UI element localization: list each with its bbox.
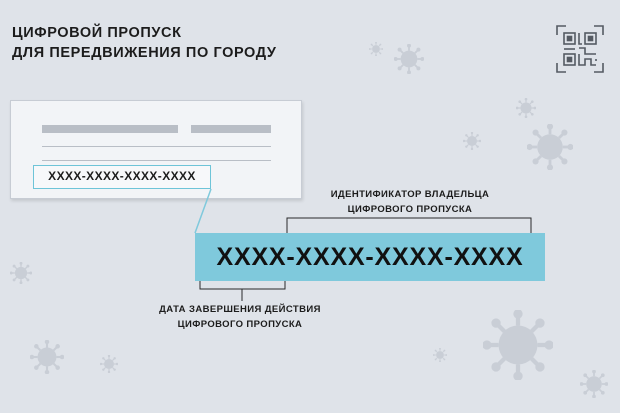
pass-code-large: XXXX-XXXX-XXXX-XXXX <box>195 233 545 281</box>
placeholder-bar <box>191 125 271 133</box>
page-title: ЦИФРОВОЙ ПРОПУСК ДЛЯ ПЕРЕДВИЖЕНИЯ ПО ГОР… <box>12 23 276 63</box>
divider <box>42 160 271 161</box>
title-line-1: ЦИФРОВОЙ ПРОПУСК <box>12 25 182 41</box>
expiry-date-label: ДАТА ЗАВЕРШЕНИЯ ДЕЙСТВИЯ ЦИФРОВОГО ПРОПУ… <box>140 302 340 332</box>
placeholder-bar <box>42 125 178 133</box>
divider <box>42 146 271 147</box>
expiry-label-line-1: ДАТА ЗАВЕРШЕНИЯ ДЕЙСТВИЯ <box>159 304 321 315</box>
owner-label-line-2: ЦИФРОВОГО ПРОПУСКА <box>347 204 473 215</box>
expiry-label-line-2: ЦИФРОВОГО ПРОПУСКА <box>177 319 303 330</box>
owner-label-line-1: ИДЕНТИФИКАТОР ВЛАДЕЛЬЦА <box>330 189 490 200</box>
owner-id-label: ИДЕНТИФИКАТОР ВЛАДЕЛЬЦА ЦИФРОВОГО ПРОПУС… <box>310 187 510 217</box>
title-line-2: ДЛЯ ПЕРЕДВИЖЕНИЯ ПО ГОРОДУ <box>12 45 277 61</box>
qr-code-icon <box>556 25 604 73</box>
card-pass-code: XXXX-XXXX-XXXX-XXXX <box>33 165 211 189</box>
